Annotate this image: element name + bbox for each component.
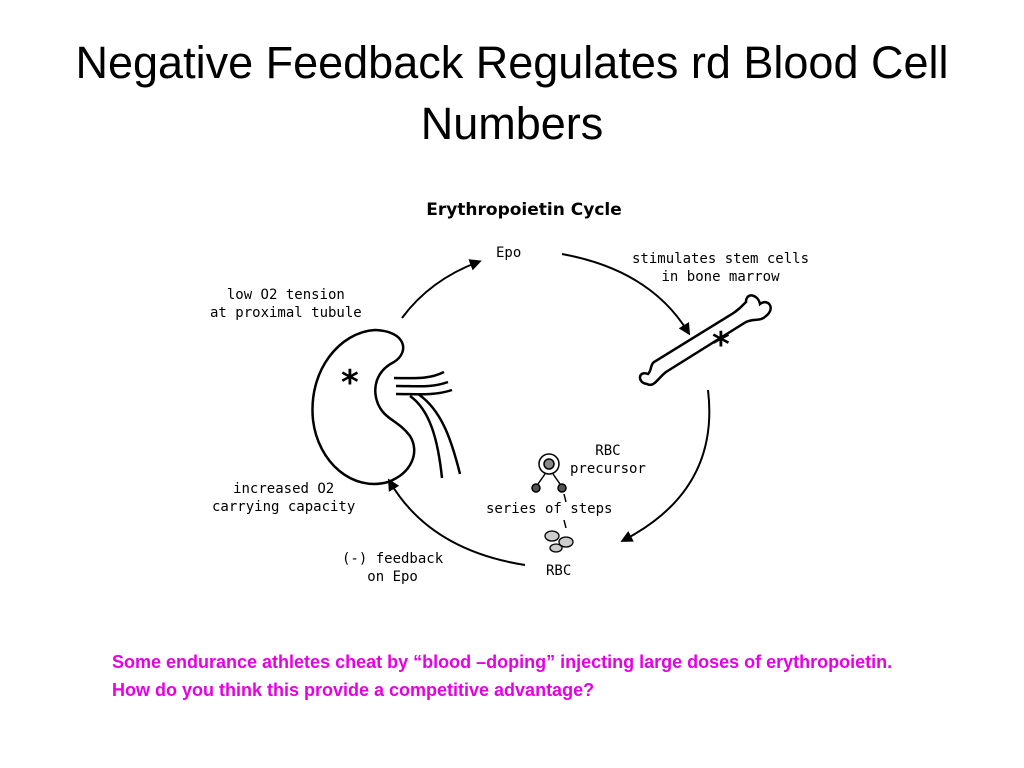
- arrow-epo-to-bone: [561, 253, 691, 336]
- diagram-title: Erythropoietin Cycle: [426, 200, 622, 220]
- series-of-steps-label: series of steps: [486, 501, 613, 517]
- rbc-label: RBC: [546, 563, 572, 579]
- asterisk-icon: *: [341, 363, 359, 403]
- erythropoietin-cycle-diagram: * * Erythropoietin Cycle Epo stimulates …: [180, 190, 880, 600]
- arrow-bone-to-rbc: [620, 389, 711, 542]
- negative-feedback-label: (-) feedback on Epo: [342, 551, 444, 585]
- kidney-icon: [311, 328, 462, 486]
- rbc-precursor-cell-icon: [531, 453, 567, 529]
- arrow-low-o2-to-epo: [401, 259, 482, 319]
- increased-o2-capacity-label: increased O2 carrying capacity: [212, 481, 356, 515]
- arrow-rbc-to-increased-o2: [387, 478, 526, 566]
- low-o2-tension-label: low O2 tension at proximal tubule: [210, 287, 362, 321]
- asterisk-icon: *: [712, 325, 730, 365]
- rbc-icon: [544, 530, 574, 553]
- stimulates-stem-cells-label: stimulates stem cells in bone marrow: [632, 251, 810, 285]
- rbc-precursor-label: RBC precursor: [570, 443, 646, 477]
- cycle-graphic: * *: [311, 253, 772, 566]
- slide-title: Negative Feedback Regulates rd Blood Cel…: [75, 37, 949, 149]
- epo-label: Epo: [496, 245, 522, 261]
- bone-icon: [638, 294, 772, 387]
- discussion-question: Some endurance athletes cheat by “blood …: [112, 652, 893, 700]
